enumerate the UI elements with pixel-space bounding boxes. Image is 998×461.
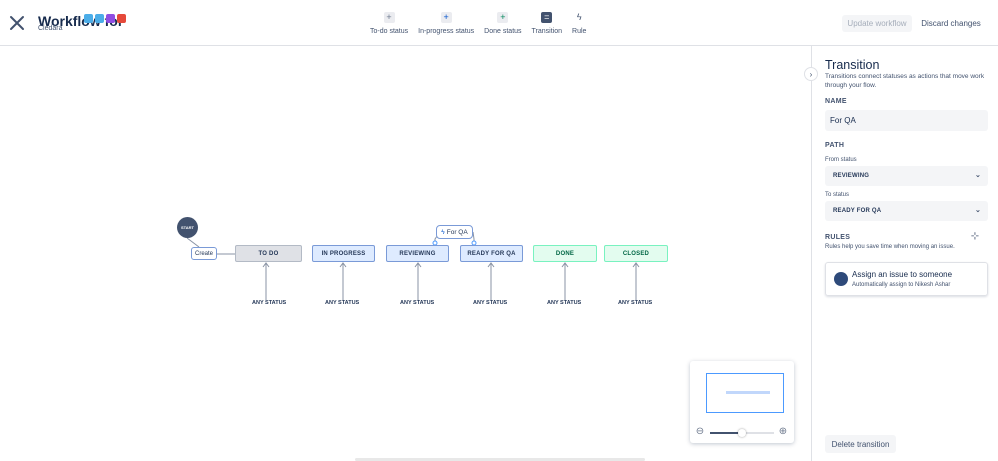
any-status-label: ANY STATUS — [325, 300, 360, 306]
left-gutter — [0, 46, 33, 461]
tool-label: In-progress status — [418, 28, 475, 35]
any-status-label: ANY STATUS — [618, 300, 653, 306]
zoom-out-icon[interactable]: ⊖ — [695, 426, 705, 437]
plus-icon: + — [383, 12, 395, 23]
bottom-scrollbar[interactable] — [355, 458, 645, 461]
panel-description: Transitions connect statuses as actions … — [825, 73, 985, 89]
tool-label: Transition — [531, 28, 563, 35]
add-done-status-button[interactable]: + Done status — [484, 12, 522, 35]
any-status-label: ANY STATUS — [400, 300, 435, 306]
path-section-label: PATH — [825, 142, 845, 149]
rules-section-label: RULES — [825, 234, 851, 241]
zoom-slider-fill — [710, 432, 742, 434]
tool-label: To-do status — [370, 28, 409, 35]
minimap-preview — [726, 391, 770, 394]
zoom-in-icon[interactable]: ⊕ — [778, 426, 788, 437]
story-icon — [84, 14, 93, 23]
add-transition-button[interactable]: = Transition — [532, 12, 562, 35]
any-status-label: ANY STATUS — [473, 300, 508, 306]
chevron-down-icon: ⌄ — [974, 207, 982, 214]
transition-label: For QA — [446, 228, 468, 236]
project-name: Cledara — [38, 25, 63, 32]
rule-icon: ϟ — [576, 12, 582, 22]
from-status-label: From status — [825, 157, 857, 163]
rule-avatar-icon — [834, 272, 848, 286]
top-bar: Workflow for Cledara + To-do status + In… — [0, 0, 998, 46]
tool-label: Done status — [484, 28, 522, 35]
to-status-select[interactable]: READY FOR QA ⌄ — [825, 201, 988, 221]
plus-icon: + — [440, 12, 452, 23]
connector-lines — [186, 231, 640, 300]
transition-icon: = — [541, 12, 553, 23]
plus-icon: + — [497, 12, 509, 23]
minimap[interactable]: ⊖ ⊕ — [690, 361, 794, 443]
any-status-label: ANY STATUS — [547, 300, 582, 306]
workflow-canvas[interactable]: START Create TO DO IN PROGRESS REVIEWING… — [33, 46, 811, 461]
add-rule-button[interactable]: ϟ Rule — [572, 12, 587, 36]
rule-subtitle: Automatically assign to Nikesh Ashar — [852, 282, 951, 288]
rule-card-assign[interactable]: Assign an issue to someone Automatically… — [825, 262, 988, 296]
status-node-closed[interactable]: CLOSED — [604, 245, 668, 262]
zoom-slider[interactable] — [710, 429, 774, 437]
rule-title: Assign an issue to someone — [852, 270, 953, 279]
from-status-select[interactable]: REVIEWING ⌄ — [825, 166, 988, 186]
status-node-inprogress[interactable]: IN PROGRESS — [312, 245, 375, 262]
issue-type-icons — [84, 14, 126, 23]
zoom-slider-thumb[interactable] — [738, 429, 746, 437]
discard-changes-button[interactable]: Discard changes — [921, 19, 981, 28]
status-node-reviewing[interactable]: REVIEWING — [386, 245, 449, 262]
to-status-value: READY FOR QA — [833, 208, 882, 214]
create-transition[interactable]: Create — [191, 247, 217, 260]
toolbar: + To-do status + In-progress status + Do… — [370, 12, 596, 35]
rules-hint: Rules help you save time when moving an … — [825, 244, 955, 250]
close-icon[interactable] — [6, 12, 28, 34]
panel-title: Transition — [825, 58, 880, 72]
delete-transition-button[interactable]: Delete transition — [825, 435, 896, 453]
status-node-done[interactable]: DONE — [533, 245, 597, 262]
transition-name-input[interactable] — [825, 110, 988, 131]
collapse-panel-icon[interactable]: › — [804, 67, 818, 81]
tool-label: Rule — [572, 28, 587, 35]
add-rule-icon[interactable]: ⊹ — [970, 231, 980, 242]
add-todo-status-button[interactable]: + To-do status — [370, 12, 408, 35]
chevron-down-icon: ⌄ — [974, 172, 982, 179]
any-status-label: ANY STATUS — [252, 300, 287, 306]
task-icon — [95, 14, 104, 23]
subtask-icon — [106, 14, 115, 23]
update-workflow-button[interactable]: Update workflow — [842, 15, 912, 32]
add-inprogress-status-button[interactable]: + In-progress status — [418, 12, 474, 35]
lightning-icon: ϟ — [441, 228, 445, 236]
name-section-label: NAME — [825, 98, 847, 105]
status-node-ready-for-qa[interactable]: READY FOR QA — [460, 245, 523, 262]
minimap-viewport[interactable] — [706, 373, 784, 413]
start-node[interactable]: START — [177, 217, 198, 238]
to-status-label: To status — [825, 192, 850, 198]
bug-icon — [117, 14, 126, 23]
transition-panel: Transition Transitions connect statuses … — [811, 46, 998, 461]
status-node-todo[interactable]: TO DO — [235, 245, 302, 262]
transition-node-for-qa[interactable]: ϟ For QA — [436, 225, 473, 239]
from-status-value: REVIEWING — [833, 173, 870, 179]
